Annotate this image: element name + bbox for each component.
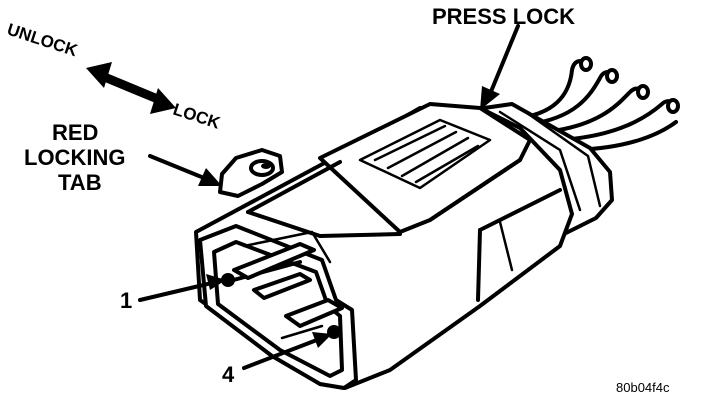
red-locking-tab[interactable] xyxy=(218,148,284,198)
figure-code: 80b04f4c xyxy=(616,380,670,395)
terminal-1-leader xyxy=(138,274,226,302)
terminal-4-leader xyxy=(242,332,332,370)
terminal-1 xyxy=(221,242,316,287)
wire-bundle xyxy=(518,56,680,152)
tab-label: TAB xyxy=(58,170,102,195)
press-lock-arrow xyxy=(480,24,520,110)
lock-label: LOCK xyxy=(171,100,223,133)
locking-label: LOCKING xyxy=(24,145,125,170)
press-lock-label: PRESS LOCK xyxy=(432,4,575,29)
double-headed-arrow-icon xyxy=(86,62,176,114)
red-label: RED xyxy=(52,120,98,145)
terminal-4-label: 4 xyxy=(222,362,235,387)
terminal-1-label: 1 xyxy=(120,288,132,313)
locking-tab-arrow xyxy=(148,154,222,186)
terminal-4 xyxy=(280,298,344,340)
unlock-label: UNLOCK xyxy=(5,20,81,61)
